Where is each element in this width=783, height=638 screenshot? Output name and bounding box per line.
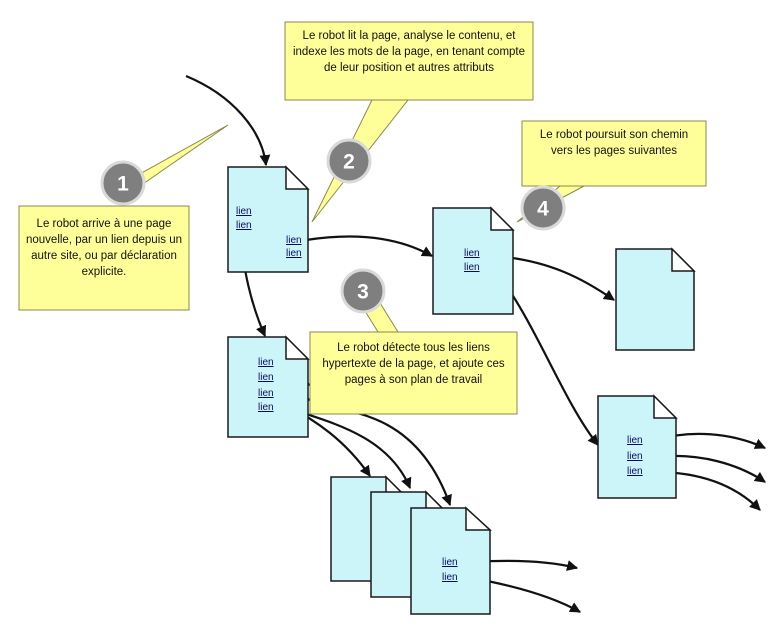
page-6-document: lien lien lien — [597, 394, 678, 499]
step-badge-4: 4 — [520, 185, 566, 231]
page-1-document: lien lien lien lien — [227, 165, 310, 273]
step-2-number: 2 — [343, 151, 355, 174]
step-badge-1: 1 — [100, 160, 146, 206]
arrow-page2-to-stack2 — [299, 410, 412, 490]
callout-4-text: Le robot poursuit son chemin vers les pa… — [539, 129, 689, 157]
page-6-link-2: lien — [627, 451, 643, 462]
step-badge-3: 3 — [340, 268, 386, 314]
arrow-incoming — [185, 74, 271, 167]
callout-3-box — [309, 331, 518, 415]
callout-3-text: Le robot détecte tous les liens hypertex… — [322, 342, 505, 386]
stack-page-link-2: lien — [442, 572, 458, 583]
page-2-link-2: lien — [258, 372, 274, 383]
step-badge-2: 2 — [326, 138, 372, 184]
arrow-page1-to-page4 — [305, 235, 433, 257]
stack-page-front: lien lien — [410, 506, 492, 615]
step-4-number: 4 — [537, 198, 549, 221]
page-2-link-4: lien — [258, 402, 274, 413]
page-1-link-1: lien — [236, 206, 252, 217]
callout-1-text: Le robot arrive à une page nouvelle, par… — [25, 218, 182, 278]
callout-2-box — [284, 21, 534, 101]
page-2-link-1: lien — [258, 357, 274, 368]
callout-2-text: Le robot lit la page, analyse le contenu… — [292, 30, 526, 74]
page-6-link-1: lien — [627, 435, 643, 446]
page-4-link-2: lien — [464, 262, 480, 273]
page-1-link-4: lien — [286, 248, 302, 259]
callout-4-box — [521, 120, 707, 187]
page-2-document: lien lien lien lien — [227, 335, 310, 438]
page-6-link-3: lien — [627, 466, 643, 477]
stack-page-link-1: lien — [442, 557, 458, 568]
page-1-link-3: lien — [286, 235, 302, 246]
step-1-number: 1 — [117, 173, 129, 196]
callout-1-box — [18, 205, 190, 311]
page-1-link-2: lien — [236, 220, 252, 231]
step-3-number: 3 — [357, 281, 369, 304]
page-5-document — [615, 247, 696, 351]
page-4-link-1: lien — [464, 248, 480, 259]
page-4-document: lien lien — [432, 206, 515, 315]
page-2-link-3: lien — [258, 388, 274, 399]
